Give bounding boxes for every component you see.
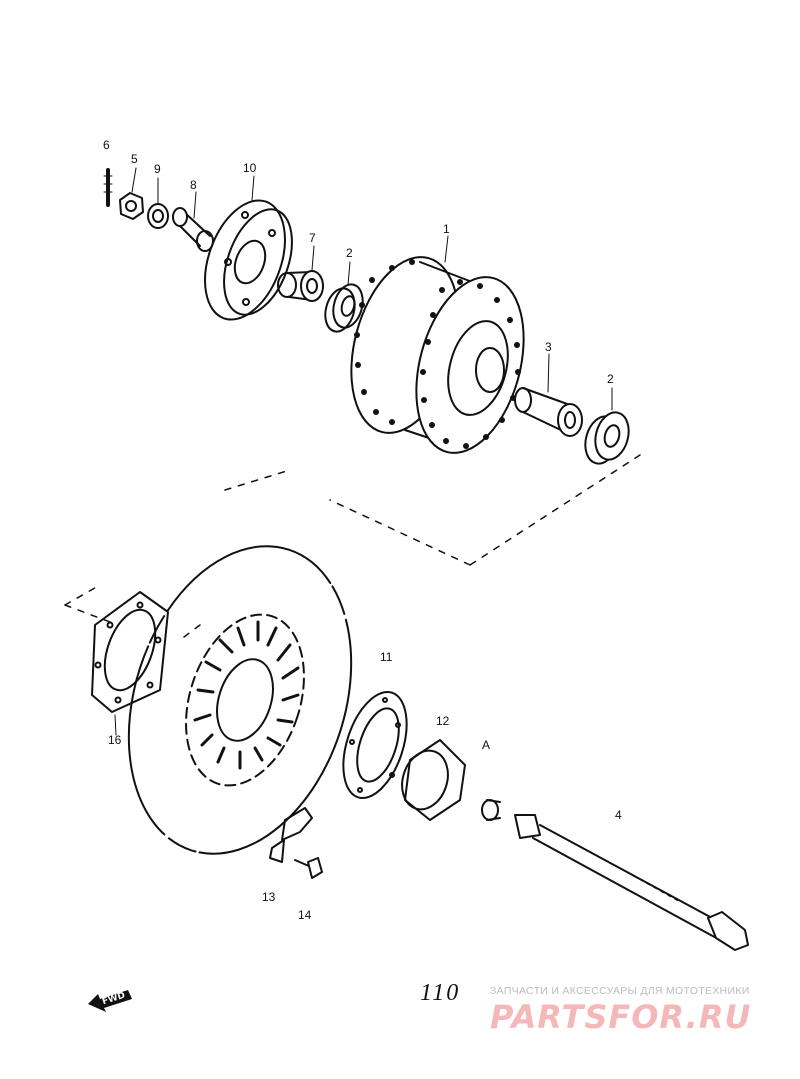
callout-5: 5 [131, 152, 138, 166]
callout-14: 14 [298, 908, 312, 922]
part-7-spacer [277, 270, 324, 302]
watermark-logo: PARTSFOR.RU [490, 998, 752, 1036]
part-2-bearing-lower [584, 411, 630, 465]
part-A-collar [481, 799, 501, 821]
part-12-cover [401, 739, 466, 821]
callout-8: 8 [190, 178, 197, 192]
callout-11: 11 [380, 650, 393, 664]
callout-10: 10 [243, 161, 257, 175]
callout-9: 9 [154, 162, 161, 176]
watermark-tagline: ЗАПЧАСТИ И АКСЕССУАРЫ ДЛЯ МОТОТЕХНИКИ [490, 985, 750, 997]
leader-lines [114, 167, 613, 736]
callout-2-lower: 2 [607, 372, 614, 386]
part-1-hub [350, 256, 525, 454]
brake-disc [127, 545, 353, 855]
part-4-axle [514, 814, 749, 951]
part-13-lock-plate [269, 807, 313, 863]
page-number: 110 [420, 980, 461, 1006]
callout-6: 6 [103, 138, 110, 152]
callout-13: 13 [262, 890, 276, 904]
part-5-nut [119, 192, 144, 220]
callout-7: 7 [309, 231, 316, 245]
part-10-carrier [204, 199, 293, 321]
callout-1: 1 [443, 222, 450, 236]
callout-3: 3 [545, 340, 552, 354]
part-9-washer [147, 203, 169, 229]
part-14-bolt [294, 857, 323, 879]
part-11-gasket [342, 690, 408, 800]
part-8-spacer [172, 207, 214, 252]
callout-A: A [482, 738, 491, 752]
callout-2-upper: 2 [346, 246, 353, 260]
part-6-stud [103, 168, 113, 207]
part-2-bearing-upper [324, 283, 364, 333]
part-3-spacer [514, 387, 583, 437]
callout-16: 16 [108, 733, 122, 747]
callout-4: 4 [615, 808, 622, 822]
reference-dashes [64, 454, 641, 641]
fwd-arrow-icon: FWD [88, 990, 132, 1012]
part-16-plate [91, 591, 169, 713]
callout-12: 12 [436, 714, 450, 728]
